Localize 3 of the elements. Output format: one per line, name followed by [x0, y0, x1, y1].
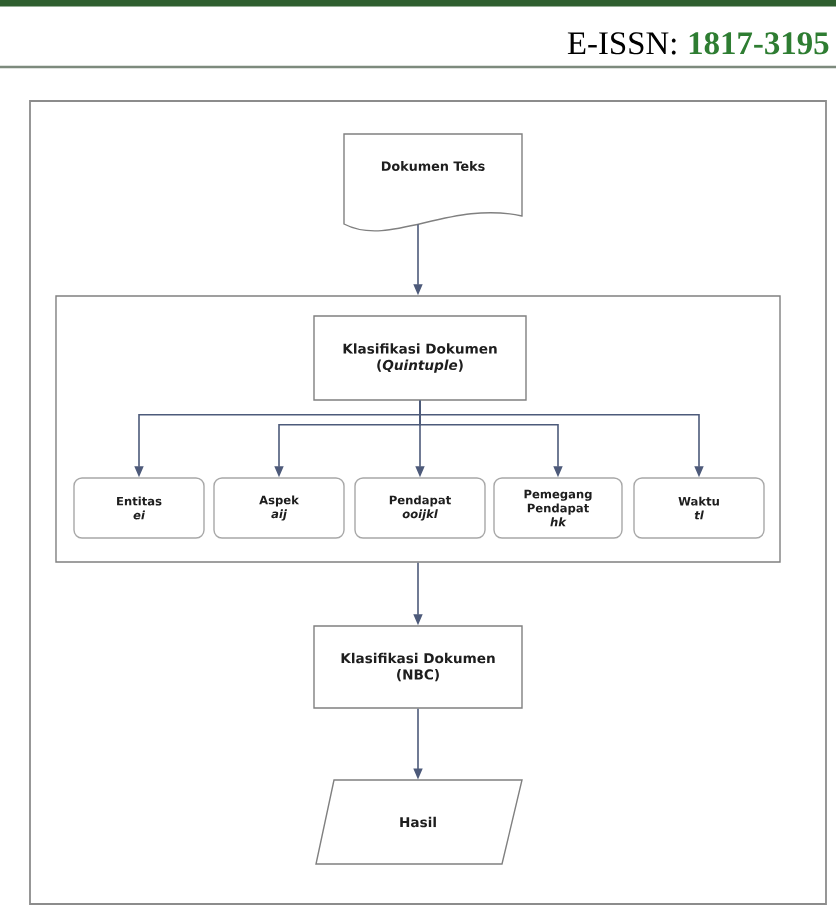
group-box — [55, 295, 781, 563]
header-text: E-ISSN: — [567, 32, 676, 55]
header-text: 1817-3195 — [689, 32, 829, 55]
